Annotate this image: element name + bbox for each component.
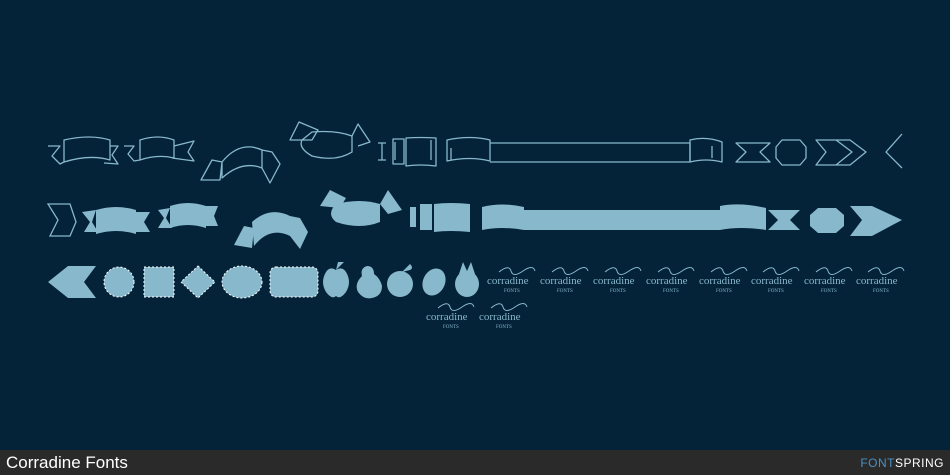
logo-name: corradine [426,311,468,323]
frame-circle [103,266,135,298]
logo-sub: FONTS [663,289,679,294]
logo-name: corradine [751,275,793,287]
corradine-logo-set: corradine FONTS corradine FONTS corradin… [426,267,905,330]
frame-square [143,266,175,298]
banner-filled-2 [158,203,218,228]
logo-4: corradine FONTS [646,267,695,294]
pear-icon [356,262,382,299]
banner-outline-wave-2 [124,136,195,162]
logo-sub: FONTS [873,289,889,294]
arrow-filled-left [48,266,96,298]
glyph-specimen: corradine FONTS corradine FONTS corradin… [46,121,905,330]
logo-name: corradine [646,275,688,287]
logo-9: corradine FONTS [426,303,475,330]
brand-part1: FONT [860,456,895,470]
logo-sub: FONTS [443,325,459,330]
frame-diamond [180,265,216,299]
logo-10: corradine FONTS [479,303,528,330]
brand-part2: SPRING [894,456,944,470]
logo-1: corradine FONTS [487,267,536,294]
logo-5: corradine FONTS [699,267,748,294]
arrow-filled-right [850,206,902,236]
font-family-title: Corradine Fonts [6,453,128,472]
logo-7: corradine FONTS [804,267,853,294]
ornament-row [48,262,479,299]
logo-2: corradine FONTS [540,267,589,294]
banner-outline-wave-1 [48,136,119,165]
logo-name: corradine [856,275,898,287]
banner-outline-swallowtail-arc [289,121,371,159]
logo-8: corradine FONTS [856,267,905,294]
logo-3: corradine FONTS [593,267,642,294]
logo-name: corradine [479,311,521,323]
pineapple-icon [455,262,479,297]
logo-sub: FONTS [504,289,520,294]
logo-name: corradine [804,275,846,287]
tag-outline [775,139,807,166]
arrow-outline-right [815,139,867,166]
banner-outline-ribbon-arc [200,146,281,184]
footer-bar: Corradine Fonts FONTSPRING [0,450,950,475]
logo-sub: FONTS [768,289,784,294]
frame-oval [221,265,263,299]
scroll-outline-small [378,136,437,167]
banner-filled-1 [82,207,150,234]
logo-sub: FONTS [716,289,732,294]
scroll-filled-long [482,204,766,230]
logo-6: corradine FONTS [751,267,800,294]
banner-filled-arc [234,212,308,249]
scroll-outline-long [446,136,723,163]
ribbon-filled-bow [768,210,800,230]
lemon-icon [422,262,446,296]
specimen-canvas: corradine FONTS corradine FONTS corradin… [46,121,905,330]
logo-sub: FONTS [610,289,626,294]
logo-sub: FONTS [821,289,837,294]
tag-filled [810,208,844,233]
logo-sub: FONTS [557,289,573,294]
frame-rounded-rect [269,266,319,298]
logo-sub: FONTS [496,325,512,330]
logo-name: corradine [699,275,741,287]
banner-filled-swallowtail [320,190,402,226]
logo-name: corradine [487,275,529,287]
logo-name: corradine [593,275,635,287]
arrow-outline-left [885,133,903,169]
ribbon-outline-bow [735,142,771,163]
fontspring-logo[interactable]: FONTSPRING [860,456,944,470]
apple-icon [323,262,349,298]
outline-banner-row [48,121,903,184]
filled-banner-row [46,190,902,249]
logo-name: corradine [540,275,582,287]
peach-icon [387,264,413,297]
banner-outline-end-left [46,203,77,237]
scroll-filled-small [410,203,470,232]
